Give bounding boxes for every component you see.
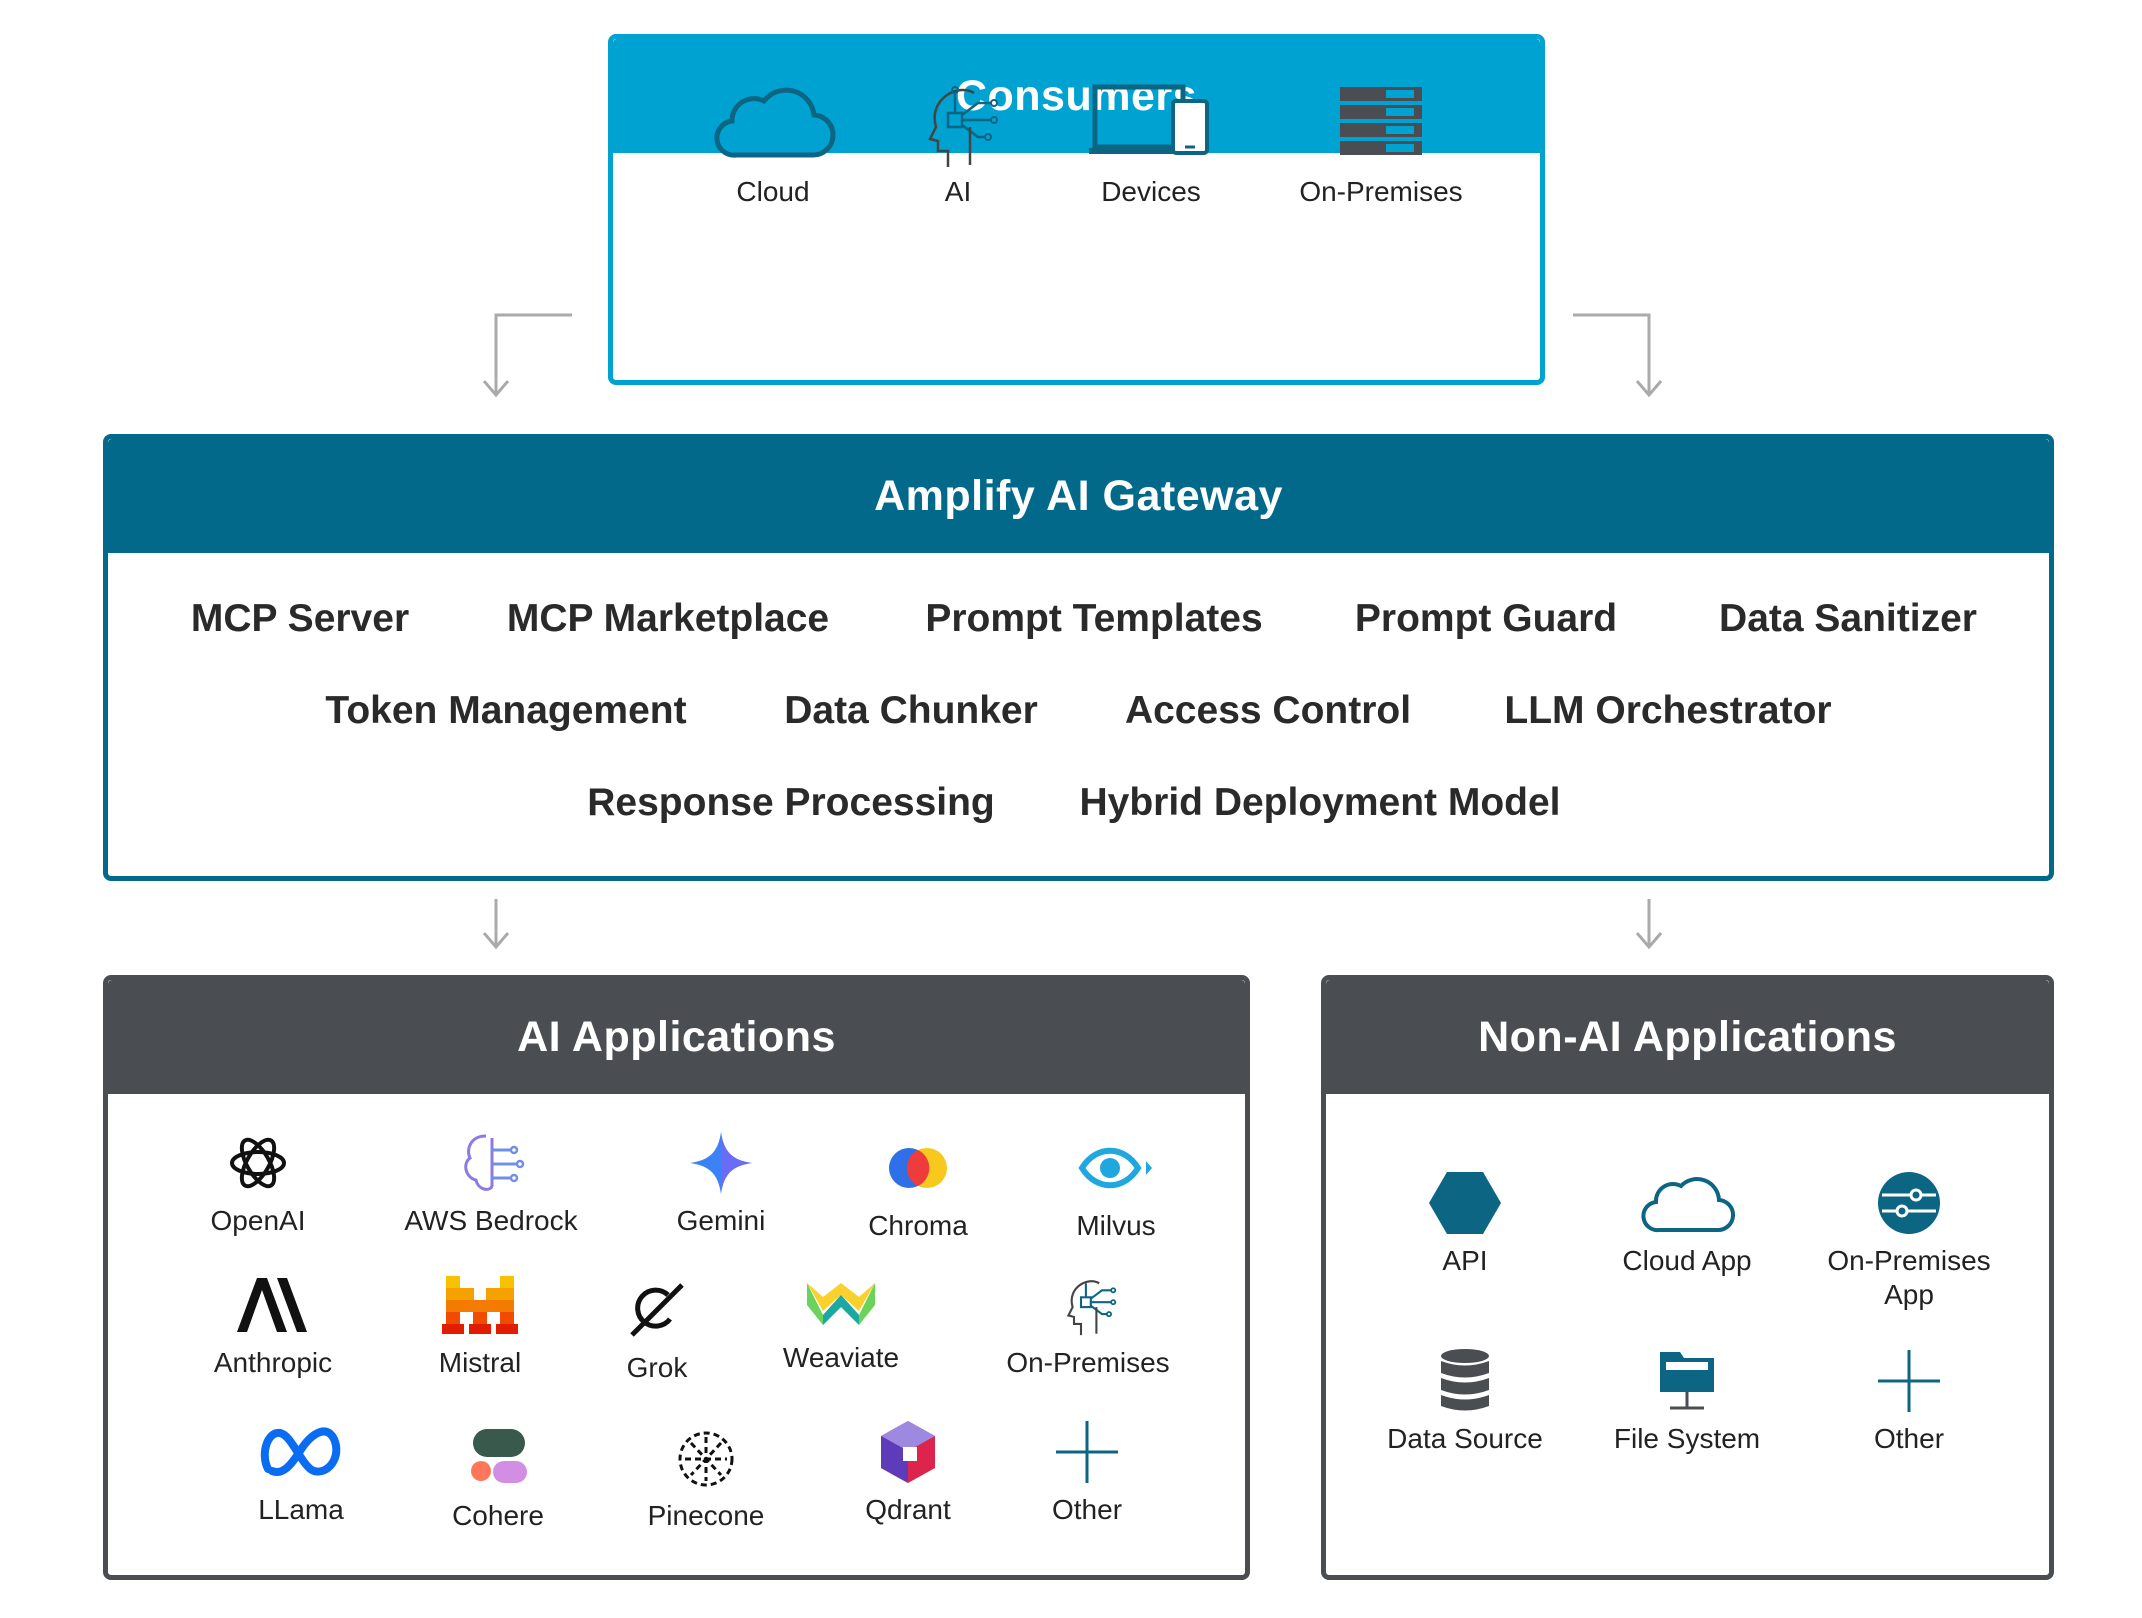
feature-prompt-guard: Prompt Guard — [1354, 597, 1618, 640]
ai-app-label: Mistral — [438, 1347, 522, 1378]
ai-app-label: LLama — [258, 1494, 344, 1525]
ai-app-mistral: Mistral — [350, 1270, 610, 1380]
non-ai-app-label: Other — [1873, 1423, 1945, 1454]
ai-app-cohere: Cohere — [368, 1423, 628, 1533]
mistral-logo-icon — [442, 1276, 518, 1334]
feature-token-management: Token Management — [325, 689, 687, 732]
non-ai-app-label: API — [1442, 1245, 1488, 1276]
arrow-consumers-to-gateway-left — [482, 313, 572, 398]
server-rack-icon — [1340, 87, 1422, 155]
ai-head-icon — [928, 86, 998, 167]
non-ai-applications-panel: Non-AI Applications API Cloud App On-Pre… — [1321, 975, 2054, 1580]
ai-app-label: Pinecone — [647, 1500, 765, 1531]
feature-response-processing: Response Processing — [587, 781, 995, 824]
ai-app-other: Other — [957, 1417, 1217, 1527]
ai-app-pinecone: Pinecone — [576, 1423, 836, 1533]
ai-head-icon — [1066, 1280, 1117, 1336]
grok-logo-icon — [630, 1283, 684, 1337]
consumer-devices: Devices — [1021, 79, 1281, 209]
ai-app-label: Milvus — [1076, 1210, 1156, 1241]
non-ai-app-on-premises-app: On-Premises App — [1779, 1168, 2039, 1312]
consumer-label: AI — [944, 176, 972, 207]
arrow-consumers-to-gateway-right — [1573, 313, 1663, 398]
feature-mcp-marketplace: MCP Marketplace — [506, 597, 830, 640]
ai-app-qdrant: Qdrant — [778, 1417, 1038, 1527]
ai-applications-title: AI Applications — [108, 980, 1245, 1094]
non-ai-app-cloud-app: Cloud App — [1557, 1168, 1817, 1278]
hexagon-icon — [1429, 1172, 1501, 1234]
feature-hybrid-deployment-model: Hybrid Deployment Model — [1079, 781, 1561, 824]
consumer-label: Devices — [1101, 176, 1201, 207]
chroma-icon — [889, 1148, 947, 1188]
ai-app-label: Weaviate — [782, 1342, 900, 1373]
consumers-panel: Consumers Cloud AI Devices — [608, 34, 1545, 385]
ai-app-label: Anthropic — [213, 1347, 333, 1378]
consumer-label: Cloud — [736, 176, 810, 207]
gateway-panel: Amplify AI Gateway MCP Server MCP Market… — [103, 434, 2054, 881]
ai-app-chroma: Chroma — [788, 1133, 1048, 1243]
ai-app-label: Gemini — [676, 1205, 766, 1236]
feature-mcp-server: MCP Server — [190, 597, 410, 640]
non-ai-app-other: Other — [1779, 1346, 2039, 1456]
qdrant-logo-icon — [881, 1421, 935, 1483]
non-ai-app-label: On-Premises App — [1827, 1245, 1991, 1310]
weaviate-logo-icon — [807, 1283, 875, 1325]
non-ai-applications-title: Non-AI Applications — [1326, 980, 2049, 1094]
ai-app-label: AWS Bedrock — [404, 1205, 578, 1236]
on-premises-app-icon — [1878, 1172, 1940, 1234]
ai-app-openai: OpenAI — [128, 1128, 388, 1238]
folder-network-icon — [1660, 1352, 1714, 1410]
gemini-star-icon — [690, 1132, 752, 1194]
ai-app-label: On-Premises — [1006, 1347, 1170, 1378]
anthropic-logo-icon — [237, 1278, 307, 1332]
cloud-icon — [1641, 1177, 1736, 1233]
consumer-label: On-Premises — [1299, 176, 1463, 207]
feature-data-chunker: Data Chunker — [784, 689, 1038, 732]
consumer-cloud: Cloud — [643, 79, 903, 209]
ai-app-label: OpenAI — [210, 1205, 306, 1236]
meta-logo-icon — [260, 1427, 341, 1476]
feature-access-control: Access Control — [1124, 689, 1412, 732]
ai-app-anthropic: Anthropic — [143, 1270, 403, 1380]
milvus-eye-icon — [1078, 1147, 1152, 1189]
non-ai-app-label: Cloud App — [1622, 1245, 1752, 1276]
ai-app-aws-bedrock: AWS Bedrock — [361, 1128, 621, 1238]
cloud-icon — [714, 87, 836, 158]
ai-app-milvus: Milvus — [986, 1133, 1246, 1243]
ai-app-label: Grok — [626, 1352, 688, 1383]
pinecone-logo-icon — [678, 1431, 734, 1487]
ai-app-weaviate: Weaviate — [711, 1265, 971, 1375]
aws-bedrock-icon — [464, 1134, 525, 1191]
ai-app-label: Cohere — [452, 1500, 544, 1531]
non-ai-app-label: File System — [1613, 1423, 1761, 1454]
plus-icon — [1878, 1350, 1940, 1412]
arrow-gateway-to-ai-apps — [482, 899, 510, 950]
cohere-logo-icon — [471, 1429, 527, 1483]
non-ai-app-label: Data Source — [1387, 1423, 1543, 1454]
devices-icon — [1089, 84, 1209, 155]
ai-app-label: Chroma — [868, 1210, 968, 1241]
feature-prompt-templates: Prompt Templates — [925, 597, 1263, 640]
ai-app-on-premises: On-Premises — [958, 1270, 1218, 1380]
gateway-title: Amplify AI Gateway — [108, 439, 2049, 553]
non-ai-app-api: API — [1335, 1168, 1595, 1278]
ai-app-gemini: Gemini — [591, 1128, 851, 1238]
plus-icon — [1056, 1421, 1118, 1483]
non-ai-app-data-source: Data Source — [1335, 1346, 1595, 1456]
ai-app-llama: LLama — [171, 1417, 431, 1527]
database-icon — [1441, 1349, 1489, 1411]
ai-app-label: Qdrant — [865, 1494, 951, 1525]
openai-logo-icon — [230, 1137, 286, 1189]
ai-app-grok: Grok — [527, 1275, 787, 1385]
non-ai-app-file-system: File System — [1557, 1346, 1817, 1456]
consumer-ai: AI — [828, 79, 1088, 209]
feature-data-sanitizer: Data Sanitizer — [1719, 597, 1977, 640]
feature-llm-orchestrator: LLM Orchestrator — [1504, 689, 1832, 732]
consumer-on-premises: On-Premises — [1251, 79, 1511, 209]
ai-app-label: Other — [1051, 1494, 1123, 1525]
ai-applications-panel: AI Applications OpenAI AWS Bedrock — [103, 975, 1250, 1580]
arrow-gateway-to-non-ai-apps — [1635, 899, 1663, 950]
